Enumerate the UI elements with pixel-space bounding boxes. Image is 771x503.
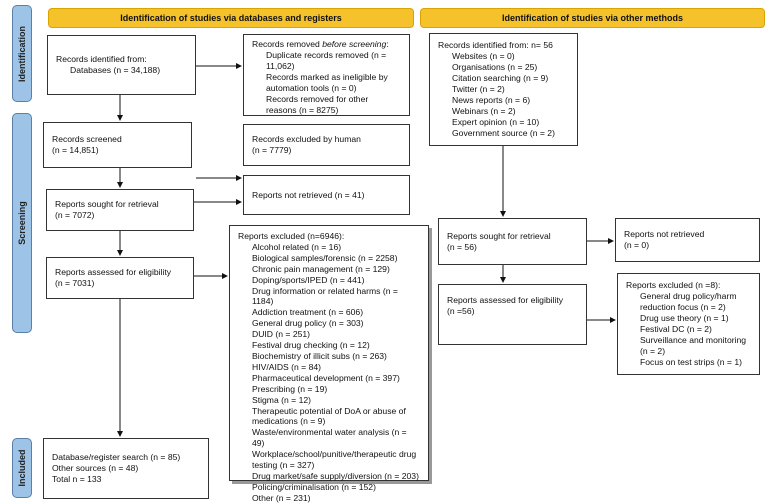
- reports-sought-box: Reports sought for retrieval (n = 7072): [46, 189, 194, 231]
- reports-assessed-box: Reports assessed for eligibility (n = 70…: [46, 257, 194, 299]
- box-line: Other sources (n = 48): [52, 463, 139, 473]
- box-title: Records screened: [52, 134, 122, 144]
- box-item: Festival drug checking (n = 12): [252, 340, 370, 351]
- box-item: Doping/sports/IPED (n = 441): [252, 274, 365, 285]
- box-title: Records excluded by human: [252, 134, 361, 144]
- box-item: Addiction treatment (n = 606): [252, 307, 364, 318]
- records-identified-box: Records identified from: Databases (n = …: [47, 35, 196, 95]
- reports-excluded-box: Reports excluded (n=6946): Alcohol relat…: [229, 225, 429, 503]
- box-item: Drug market/safe supply/diversion (n = 2…: [252, 470, 419, 481]
- box-title: Reports not retrieved (n = 41): [252, 189, 365, 200]
- box-item: Records removed for other reasons (n = 8…: [266, 94, 369, 115]
- box-item: Focus on test strips (n = 1): [640, 357, 742, 367]
- header-other-methods: Identification of studies via other meth…: [420, 8, 765, 28]
- reports-not-retrieved-box: Reports not retrieved (n = 41): [243, 175, 410, 215]
- box-item: Citation searching (n = 9): [452, 73, 549, 83]
- header-databases: Identification of studies via databases …: [48, 8, 414, 28]
- box-item: Pharmaceutical development (n = 397): [252, 372, 400, 383]
- box-item: Other (n = 231): [252, 492, 311, 503]
- included-box: Database/register search (n = 85) Other …: [43, 438, 209, 499]
- box-title: Reports sought for retrieval: [55, 199, 159, 209]
- box-item: Workplace/school/punitive/therapeutic dr…: [252, 449, 417, 471]
- box-item: Duplicate records removed (n = 11,062): [266, 50, 387, 71]
- box-count: (n = 7072): [55, 210, 95, 220]
- box-item: General drug policy/harm reduction focus…: [640, 291, 737, 312]
- box-item: News reports (n = 6): [452, 95, 531, 105]
- box-item: Chronic pain management (n = 129): [252, 263, 390, 274]
- box-item: Organisations (n = 25): [452, 62, 538, 72]
- box-item: Databases (n = 34,188): [70, 65, 161, 75]
- box-item: Drug use theory (n = 1): [640, 313, 729, 323]
- box-item: Festival DC (n = 2): [640, 324, 712, 334]
- phase-included: Included: [12, 438, 32, 498]
- box-item: Prescribing (n = 19): [252, 383, 328, 394]
- box-item: Alcohol related (n = 16): [252, 241, 342, 252]
- other-reports-sought-box: Reports sought for retrieval (n = 56): [438, 218, 587, 265]
- title-colon: :: [386, 39, 389, 49]
- box-count: (n = 56): [447, 241, 477, 252]
- box-item: Waste/environmental water analysis (n = …: [252, 427, 407, 449]
- box-title: Reports excluded (n=6946):: [238, 231, 345, 241]
- box-title: Reports assessed for eligibility: [55, 267, 172, 277]
- records-screened-box: Records screened (n = 14,851): [43, 122, 192, 168]
- phase-label: Identification: [17, 25, 27, 82]
- box-item: Websites (n = 0): [452, 51, 515, 61]
- phase-label: Screening: [17, 201, 27, 245]
- box-item: Twitter (n = 2): [452, 84, 505, 94]
- other-reports-not-retrieved-box: Reports not retrieved (n = 0): [615, 218, 760, 262]
- box-title: Reports assessed for eligibility: [447, 295, 564, 305]
- box-count: (n = 7779): [252, 145, 292, 155]
- box-item: Records marked as ineligible by automati…: [266, 72, 388, 93]
- records-excluded-human-box: Records excluded by human (n = 7779): [243, 124, 410, 166]
- box-count: (n = 7031): [55, 278, 95, 288]
- box-item: Expert opinion (n = 10): [452, 117, 540, 127]
- box-item: Therapeutic potential of DoA or abuse of…: [252, 405, 406, 427]
- box-item: Policing/criminalisation (n = 152): [252, 481, 376, 492]
- box-item: DUID (n = 251): [252, 329, 311, 340]
- box-count: (n = 14,851): [52, 145, 99, 155]
- box-line: Database/register search (n = 85): [52, 452, 181, 462]
- box-item: General drug policy (n = 303): [252, 318, 364, 329]
- box-item: Stigma (n = 12): [252, 394, 311, 405]
- box-line: Total n = 133: [52, 474, 102, 484]
- box-title: Reports not retrieved: [624, 229, 705, 239]
- other-reports-excluded-box: Reports excluded (n =8): General drug po…: [617, 273, 760, 375]
- box-title: Reports sought for retrieval: [447, 230, 551, 241]
- phase-screening: Screening: [12, 113, 32, 333]
- phase-identification: Identification: [12, 5, 32, 102]
- excluded-reasons-list: Alcohol related (n = 16)Biological sampl…: [238, 242, 420, 503]
- box-item: Webinars (n = 2): [452, 106, 516, 116]
- box-item: Drug information or related harms (n = 1…: [252, 285, 398, 307]
- box-title: Records removed before screening:: [252, 39, 401, 50]
- box-count: (n =56): [447, 306, 475, 316]
- phase-label: Included: [17, 449, 27, 487]
- title-emphasis: before screening: [322, 39, 387, 49]
- box-item: HIV/AIDS (n = 84): [252, 361, 322, 372]
- box-item: Government source (n = 2): [452, 128, 555, 138]
- title-text: Records removed: [252, 39, 323, 49]
- box-title: Records identified from: n= 56: [438, 40, 553, 50]
- box-item: Biological samples/forensic (n = 2258): [252, 252, 398, 263]
- box-title: Reports excluded (n =8):: [626, 280, 721, 290]
- other-records-identified-box: Records identified from: n= 56 Websites …: [429, 33, 578, 146]
- other-reports-assessed-box: Reports assessed for eligibility (n =56): [438, 284, 587, 345]
- box-item: Surveillance and monitoring (n = 2): [640, 335, 747, 356]
- records-removed-box: Records removed before screening: Duplic…: [243, 34, 410, 116]
- box-item: Biochemistry of illicit subs (n = 263): [252, 350, 387, 361]
- box-count: (n = 0): [624, 240, 650, 250]
- box-title: Records identified from:: [56, 54, 147, 64]
